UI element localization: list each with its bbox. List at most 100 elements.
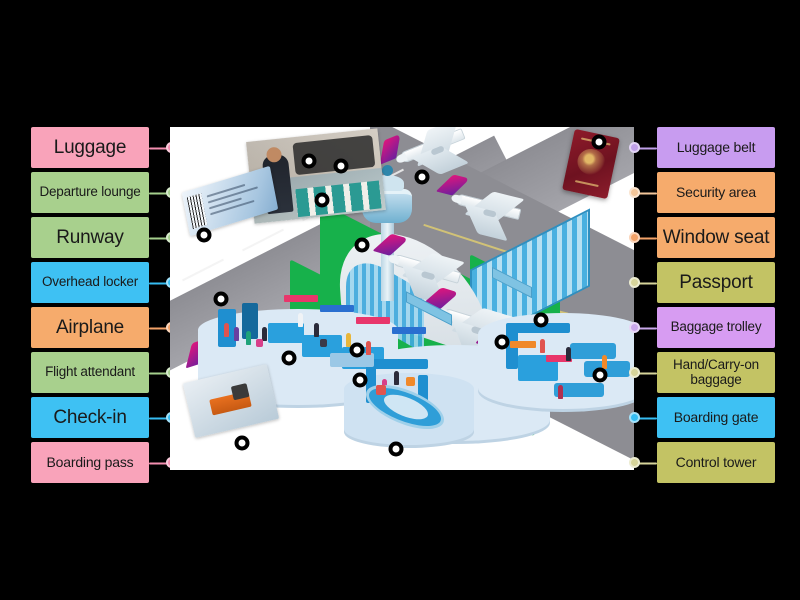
passenger [566,347,571,361]
connector-dot[interactable] [629,367,640,378]
label-text: Passport [679,271,753,293]
label-text: Boarding pass [46,454,134,471]
connector-line [631,327,657,330]
label-connector[interactable] [629,412,657,423]
connector-dot[interactable] [629,142,640,153]
hotspot-security-area[interactable] [352,372,368,388]
right-label-luggage-belt[interactable]: Luggage belt [629,127,775,168]
hotspot-hand-carry-on-baggage[interactable] [333,158,349,174]
connector-line [631,192,657,195]
connector-line [149,327,175,330]
airport-staff [298,313,303,327]
hotspot-passport[interactable] [591,134,607,150]
luggage [376,385,386,395]
hotspot-runway[interactable] [213,291,229,307]
label-connector[interactable] [629,367,657,378]
label-text: Luggage belt [676,139,756,156]
connector-line [149,147,175,150]
security-scanner-post [418,375,428,415]
left-label-luggage[interactable]: Luggage [31,127,177,168]
lounge-seating [570,343,616,359]
right-label-boarding-gate[interactable]: Boarding gate [629,397,775,438]
passenger [346,333,351,347]
airport-illustration [170,127,634,470]
diagram-image-panel [170,127,634,470]
passenger [366,341,371,355]
connector-line [149,237,175,240]
hotspot-window-seat[interactable] [314,192,330,208]
check-in-kiosk [242,303,258,339]
label-connector[interactable] [629,322,657,333]
left-label-departure-lounge[interactable]: Departure lounge [31,172,177,213]
left-label-check-in[interactable]: Check-in [31,397,177,438]
hotspot-check-in[interactable] [281,350,297,366]
label-text: Departure lounge [39,184,141,200]
connector-dot[interactable] [629,277,640,288]
left-label-overhead-locker[interactable]: Overhead locker [31,262,177,303]
left-label-airplane[interactable]: Airplane [31,307,177,348]
hotspot-luggage-belt[interactable] [388,441,404,457]
hotspot-overhead-locker[interactable] [301,153,317,169]
gate-sign [510,341,536,348]
label-connector[interactable] [629,277,657,288]
label-text: Boarding gate [673,409,759,426]
connector-dot[interactable] [629,322,640,333]
hotspot-control-tower[interactable] [354,237,370,253]
label-connector[interactable] [629,457,657,468]
right-label-control-tower[interactable]: Control tower [629,442,775,483]
luggage [320,339,327,347]
label-connector[interactable] [629,142,657,153]
label-text: Flight attendant [45,364,135,380]
right-label-hand-carry-on-baggage[interactable]: Hand/Carry-on baggage [629,352,775,393]
label-text: Runway [56,226,124,248]
passenger [246,331,251,345]
right-label-passport[interactable]: Passport [629,262,775,303]
left-label-boarding-pass[interactable]: Boarding pass [31,442,177,483]
flight-info-banner [320,305,354,312]
left-label-flight-attendant[interactable]: Flight attendant [31,352,177,393]
connector-line [149,372,175,375]
left-label-runway[interactable]: Runway [31,217,177,258]
right-label-baggage-trolley[interactable]: Baggage trolley [629,307,775,348]
hotspot-departure-lounge[interactable] [592,367,608,383]
passenger [602,355,607,369]
hotspot-airplane[interactable] [414,169,430,185]
connector-dot[interactable] [629,232,640,243]
label-connector[interactable] [629,232,657,243]
hotspot-boarding-gate[interactable] [494,334,510,350]
right-label-security-area[interactable]: Security area [629,172,775,213]
boarding-gate-header [506,323,570,333]
hotspot-flight-attendant[interactable] [533,312,549,328]
luggage [406,377,415,386]
label-text: Airplane [55,316,125,338]
boarding-pass-photo [181,165,279,237]
passenger [558,385,563,399]
gate-agent [540,339,545,353]
flight-info-banner [356,317,390,324]
connector-dot[interactable] [629,412,640,423]
connector-line [149,462,175,465]
hotspot-baggage-trolley[interactable] [234,435,250,451]
connector-line [149,282,175,285]
passenger [262,327,267,341]
passenger [314,323,319,337]
label-text: Luggage [53,136,127,158]
hotspot-boarding-pass[interactable] [196,227,212,243]
connector-line [631,372,657,375]
connector-dot[interactable] [629,457,640,468]
hotspot-luggage[interactable] [349,342,365,358]
label-connector[interactable] [629,187,657,198]
lounge-seating [554,383,604,397]
right-label-window-seat[interactable]: Window seat [629,217,775,258]
connector-line [631,462,657,465]
connector-line [149,417,175,420]
flight-info-banner [284,295,318,302]
label-text: Check-in [53,406,127,428]
connector-line [631,417,657,420]
connector-dot[interactable] [629,187,640,198]
check-in-counter [268,323,304,343]
boarding-gate-post [506,327,518,369]
